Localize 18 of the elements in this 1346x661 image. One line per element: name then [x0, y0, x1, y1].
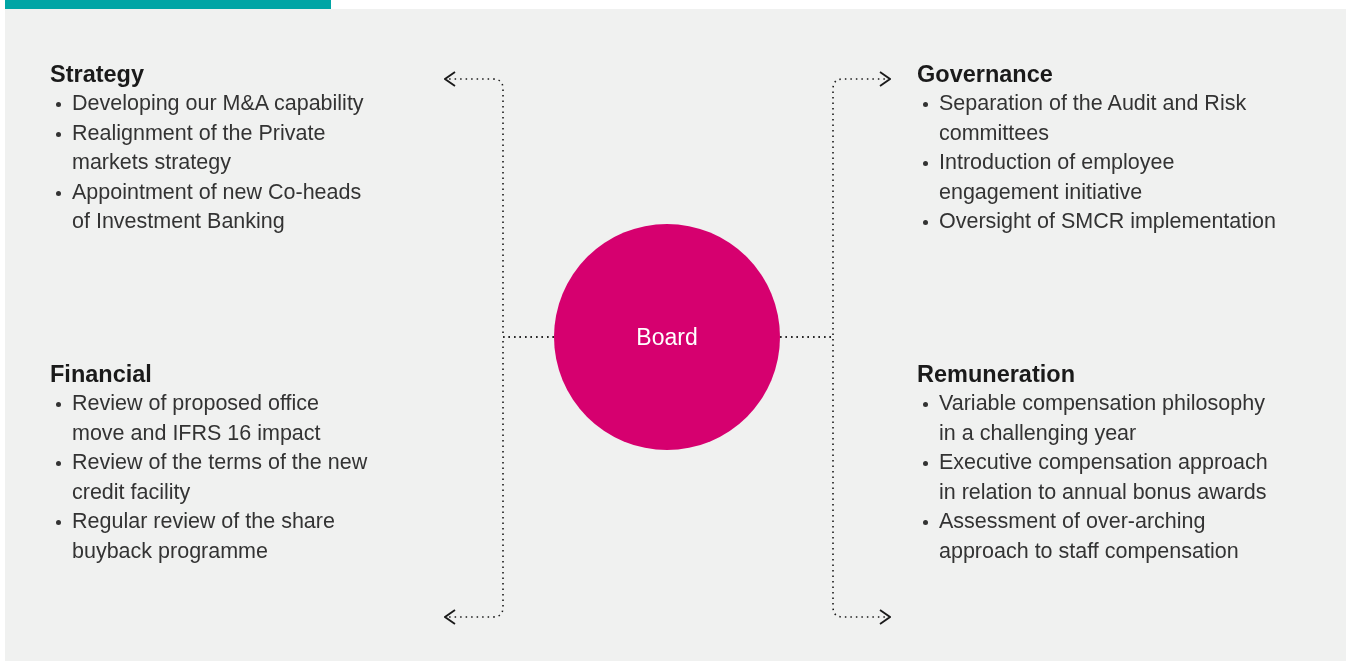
section-heading: Strategy: [50, 60, 146, 89]
section-heading: Remuneration: [917, 360, 1076, 389]
bullet-text: Review of the terms of the new credit facility: [72, 449, 369, 506]
bullet-text: Oversight of SMCR implementation: [939, 208, 1277, 235]
bullet-text: Separation of the Audit and Risk committees: [939, 90, 1248, 147]
bullet-text: Developing our M&A capability: [72, 90, 365, 117]
dotted-connector-arrow: [444, 336, 555, 625]
circle-label: Board: [636, 322, 698, 352]
bullet-text: Regular review of the share buyback programme: [72, 508, 336, 565]
bullet-text: Introduction of employee engagement initiative: [939, 149, 1176, 206]
bullet-text: Realignment of the Private markets strategy: [72, 119, 327, 176]
section-heading: Financial: [50, 360, 153, 389]
bullet-text: Review of proposed office move and IFRS 16 impact: [72, 390, 322, 447]
bullet-text: Assessment of over-arching approach to staff compensation: [939, 508, 1240, 565]
bullet-text: Executive compensation approach in relation to annual bonus awards: [939, 449, 1269, 506]
bullet-text: Variable compensation philosophy in a challenging year: [939, 390, 1266, 447]
bullet-text: Appointment of new Co-heads of Investment Banking: [72, 178, 363, 235]
section-heading: Governance: [917, 60, 1054, 89]
